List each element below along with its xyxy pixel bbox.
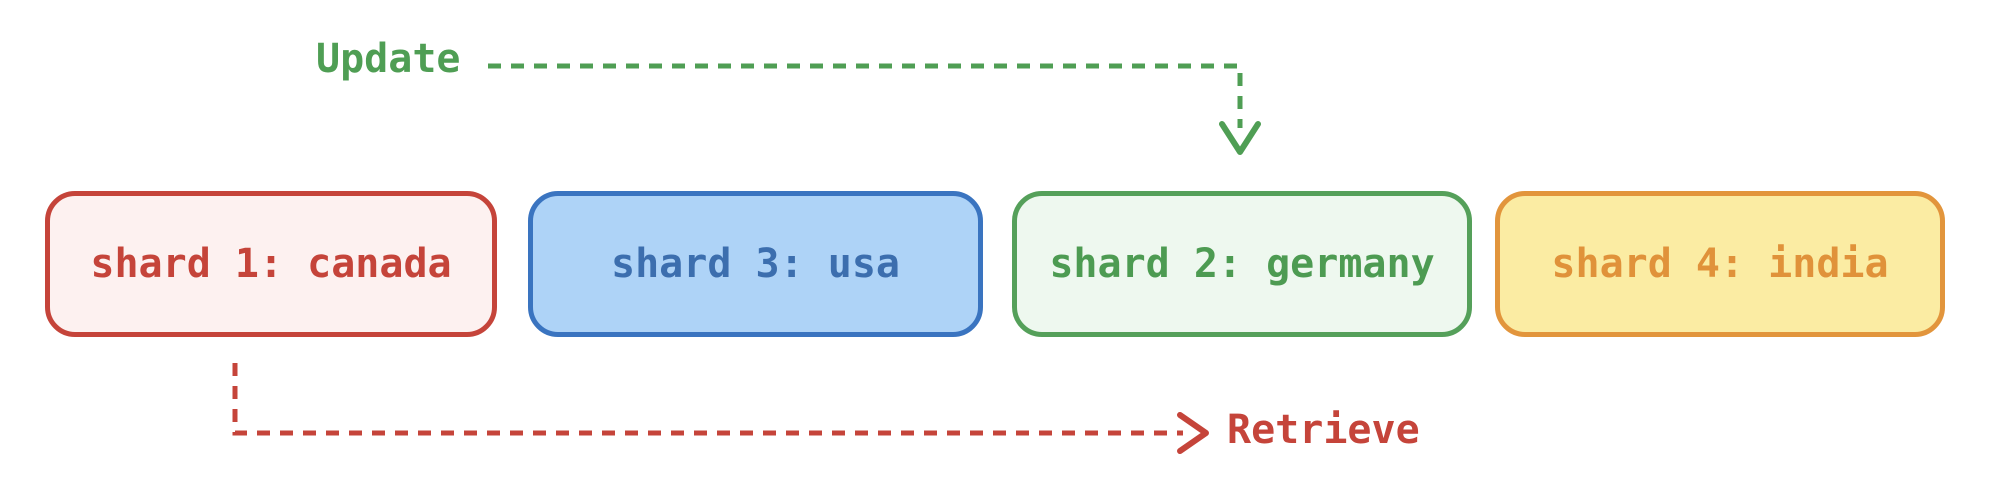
shard-node-india: shard 4: india	[1495, 191, 1945, 337]
update-arrow	[488, 63, 1243, 128]
retrieve-arrow	[232, 363, 1183, 436]
arrowhead-right-icon	[1177, 412, 1209, 454]
shard-node-germany: shard 2: germany	[1012, 191, 1472, 337]
update-arrow-label: Update	[316, 36, 461, 82]
shard-node-canada: shard 1: canada	[45, 191, 497, 337]
shard-node-usa: shard 3: usa	[528, 191, 983, 337]
arrowhead-down-icon	[1219, 121, 1261, 155]
retrieve-arrow-label: Retrieve	[1227, 407, 1420, 453]
